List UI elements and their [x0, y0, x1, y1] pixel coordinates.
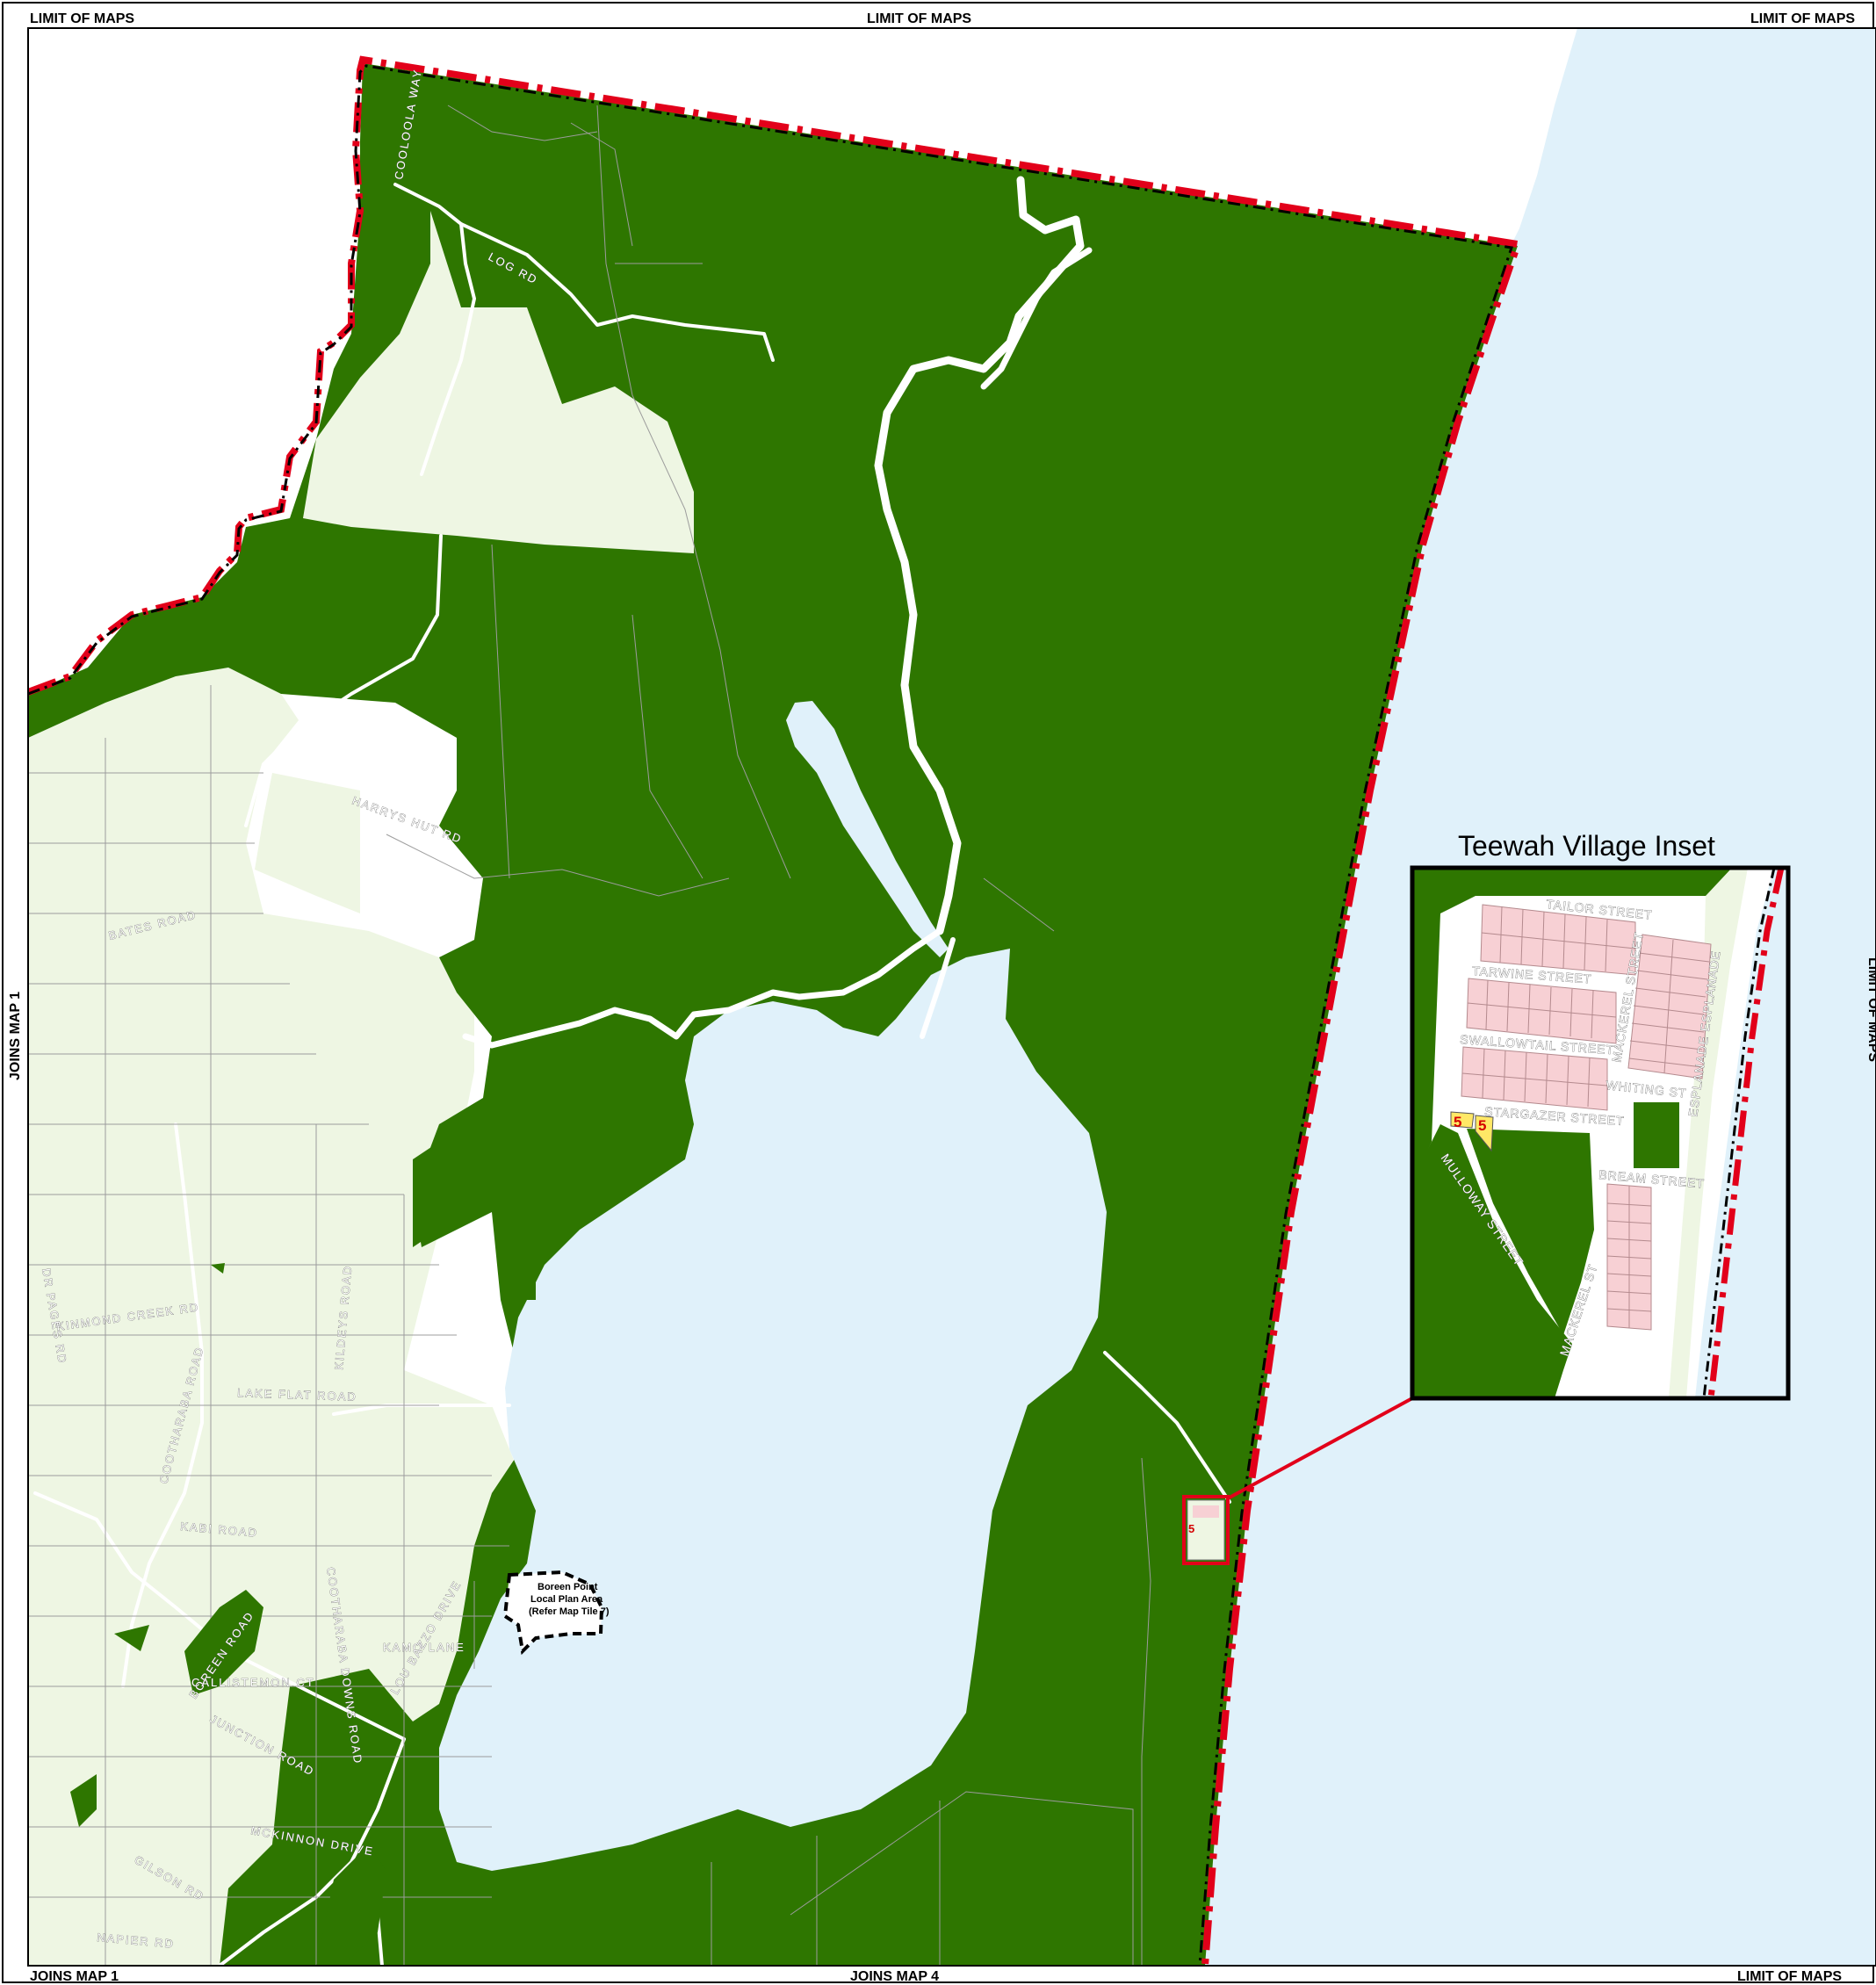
boreen-point-area	[502, 1570, 604, 1656]
boreen-point-label: Boreen Point Local Plan Area (Refer Map …	[529, 1582, 610, 1617]
study-boundary	[28, 55, 1523, 1966]
forest-patches	[70, 1142, 536, 1966]
road-label-lake-flat-road: LAKE FLAT ROAD	[237, 1386, 357, 1404]
inset-marker-1: 5	[1454, 1114, 1461, 1130]
edge-label-left: JOINS MAP 1	[8, 992, 23, 1080]
lake-area	[439, 949, 1107, 1871]
edge-label-bottom-right: LIMIT OF MAPS	[1737, 1969, 1842, 1984]
rural-clearing-north-2	[303, 211, 694, 553]
rural-clearing-harrys-hut	[255, 773, 360, 913]
edge-label-top-right: LIMIT OF MAPS	[1750, 11, 1855, 26]
inset-marker-parcel-2	[1475, 1115, 1494, 1152]
creeks	[462, 176, 1093, 1049]
inset-locator-box	[1182, 1495, 1230, 1565]
teewah-lots	[1193, 1505, 1219, 1518]
inset-title: Teewah Village Inset	[1458, 830, 1715, 862]
parcel-lines	[28, 105, 1151, 1966]
edge-label-bottom-center: JOINS MAP 4	[850, 1969, 939, 1984]
inset-marker-2: 5	[1478, 1117, 1486, 1134]
edge-label-top-left: LIMIT OF MAPS	[30, 11, 134, 26]
northern-lagoon	[786, 701, 949, 957]
inset-leader-line	[1227, 1397, 1413, 1500]
rural-land-area	[28, 668, 527, 1966]
road-label-kamo-lane: KAMO LANE	[383, 1641, 465, 1654]
edge-label-right: LIMIT OF MAPS	[1865, 957, 1876, 1062]
edge-label-top-center: LIMIT OF MAPS	[867, 11, 971, 26]
edge-label-bottom-left: JOINS MAP 1	[30, 1969, 119, 1984]
road-label-callistemon-ct: CALLISTEMON CT	[191, 1676, 315, 1689]
teewah-village-inset: 5 5 TAILOR STREET TARWINE STREET SWALLOW…	[1410, 830, 1791, 1401]
inset-frame	[1410, 865, 1791, 1401]
map-frame-border	[27, 27, 1876, 1967]
inset-marker-parcel-1	[1450, 1111, 1475, 1129]
main-map-marker: 5	[1188, 1522, 1194, 1535]
